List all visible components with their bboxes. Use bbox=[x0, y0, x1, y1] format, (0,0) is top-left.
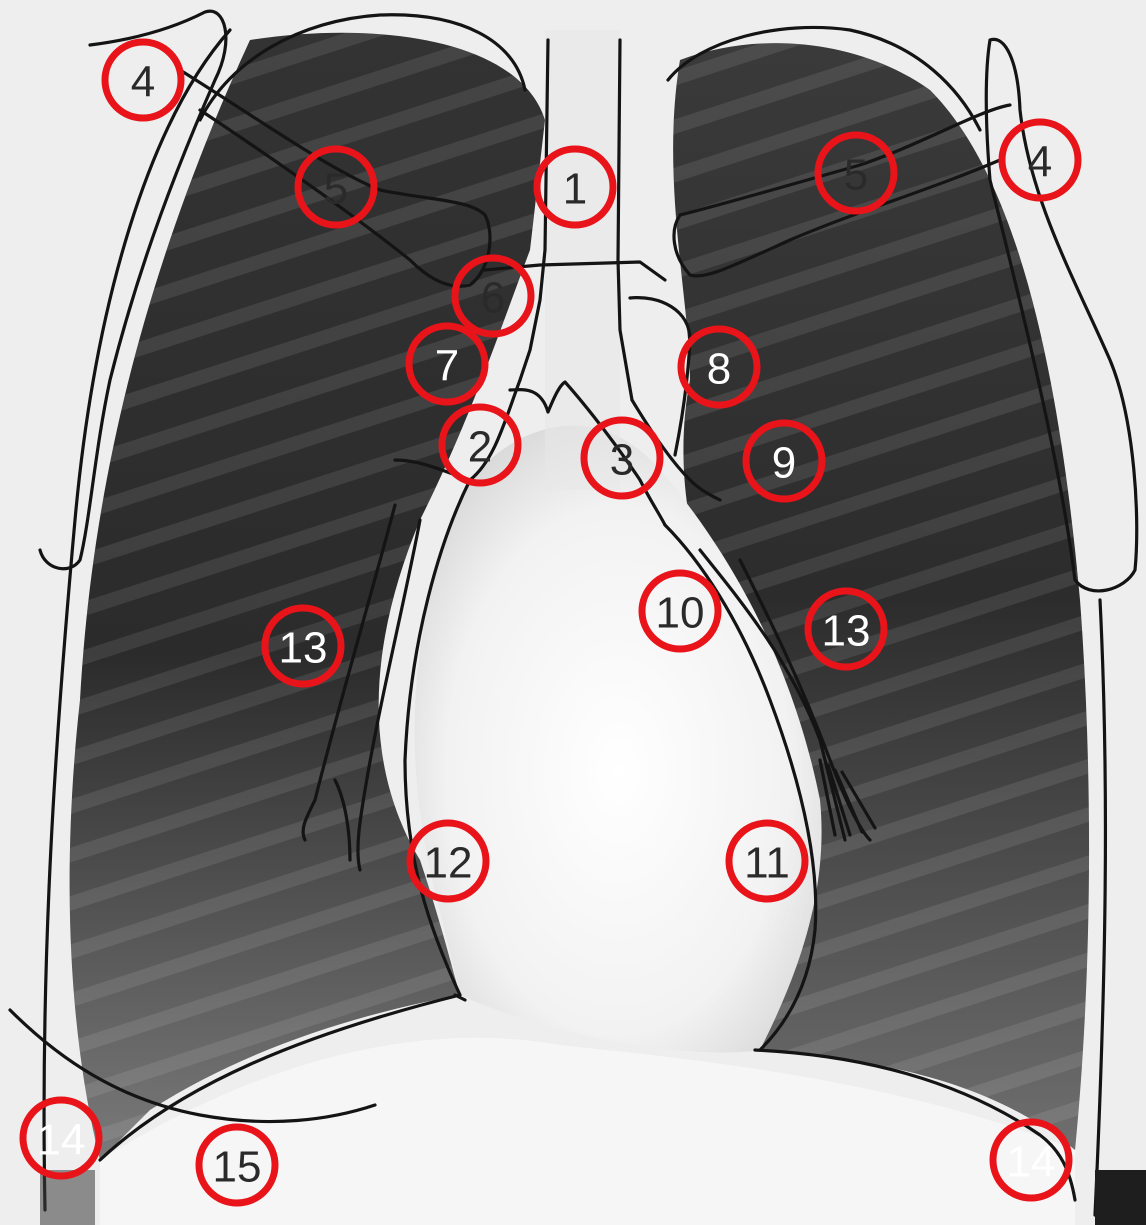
marker-label-14-right: 14 bbox=[37, 1116, 86, 1165]
marker-label-12: 12 bbox=[424, 839, 473, 888]
marker-label-5-left: 5 bbox=[844, 151, 868, 200]
marker-label-6: 6 bbox=[481, 274, 505, 323]
marker-label-4-left: 4 bbox=[1028, 138, 1052, 187]
marker-label-11: 11 bbox=[744, 839, 790, 888]
marker-label-1: 1 bbox=[563, 165, 587, 214]
marker-label-13-left: 13 bbox=[822, 607, 871, 656]
marker-label-14-left: 14 bbox=[1007, 1138, 1056, 1187]
marker-label-3: 3 bbox=[610, 436, 634, 485]
marker-label-5-right: 5 bbox=[324, 165, 348, 214]
marker-label-8: 8 bbox=[707, 345, 731, 394]
marker-label-2: 2 bbox=[468, 423, 492, 472]
marker-label-10: 10 bbox=[656, 589, 705, 638]
marker-label-9: 9 bbox=[772, 439, 796, 488]
marker-label-4-right: 4 bbox=[131, 58, 155, 107]
marker-label-7: 7 bbox=[435, 342, 459, 391]
marker-label-13-right: 13 bbox=[279, 624, 328, 673]
marker-label-15: 15 bbox=[213, 1143, 262, 1192]
